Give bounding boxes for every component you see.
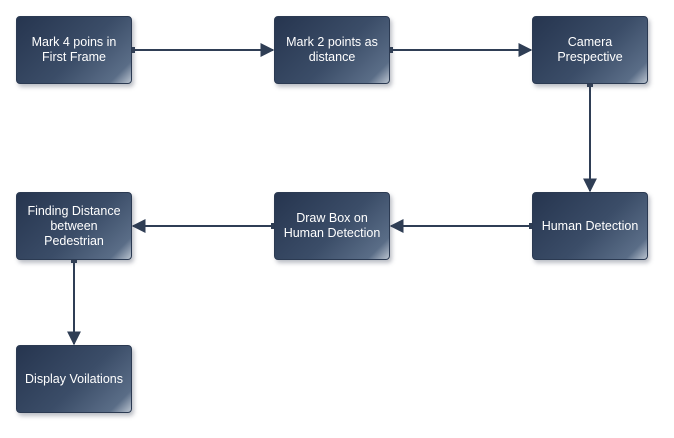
node-draw-box: Draw Box on Human Detection: [274, 192, 390, 260]
connector-start-mark4: [129, 47, 135, 53]
node-label: Display Voilations: [25, 371, 123, 386]
node-label: Finding Distance between Pedestrian: [27, 203, 121, 248]
node-display-violations: Display Voilations: [16, 345, 132, 413]
node-mark-4-points: Mark 4 poins in First Frame: [16, 16, 132, 84]
node-label: Camera Prespective: [557, 35, 623, 64]
node-camera-perspective: Camera Prespective: [532, 16, 648, 84]
node-mark-2-points: Mark 2 points as distance: [274, 16, 390, 84]
connector-start-finding: [71, 257, 77, 263]
node-label: Mark 2 points as distance: [286, 35, 378, 64]
node-label: Human Detection: [541, 218, 639, 233]
connector-start-camera: [587, 81, 593, 87]
node-finding-distance: Finding Distance between Pedestrian: [16, 192, 132, 260]
node-label: Mark 4 poins in First Frame: [31, 35, 117, 64]
node-human-detection: Human Detection: [532, 192, 648, 260]
node-label: Draw Box on Human Detection: [283, 211, 381, 240]
connector-start-mark2: [387, 47, 393, 53]
